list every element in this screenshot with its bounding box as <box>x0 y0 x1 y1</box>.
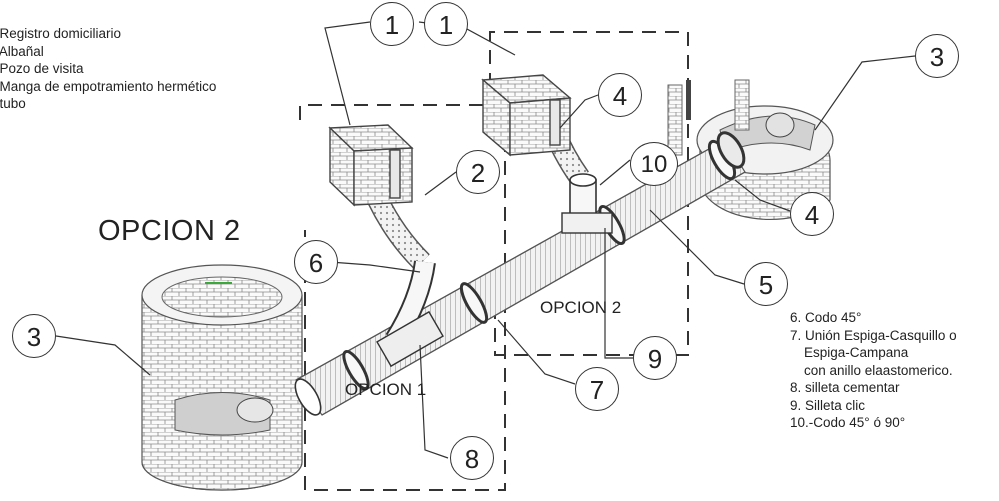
legend-item-registro: . Registro domiciliario <box>0 26 122 41</box>
callout-3-right: 3 <box>915 34 959 78</box>
callout-3-left: 3 <box>12 314 56 358</box>
callout-8: 8 <box>450 436 494 480</box>
callout-4-top: 4 <box>598 73 642 117</box>
legend-item-manga: . Manga de empotramiento hermético <box>0 78 217 94</box>
option-1-lateral <box>368 195 444 368</box>
option-1-label: OPCION 1 <box>345 380 427 399</box>
legend-item-albanal: . Albañal <box>0 43 44 59</box>
legend-item-union-cont-1: Espiga-Campana <box>804 345 909 360</box>
legend-right: 6. Codo 45° 7. Unión Espiga-Casquillo o … <box>790 309 957 432</box>
legend-item-union-cont-2: con anillo elaastomerico. <box>804 362 953 378</box>
manhole-left <box>141 264 303 491</box>
callout-9: 9 <box>633 336 677 380</box>
callout-2: 2 <box>456 150 500 194</box>
option-2-title: OPCION 2 <box>98 215 241 247</box>
legend-item-codo-45: 6. Codo 45° <box>790 310 862 325</box>
registro-box-option-1 <box>328 124 414 207</box>
callout-6: 6 <box>294 240 338 284</box>
callout-1-left: 1 <box>370 2 414 46</box>
option-1-zone-frame <box>299 104 506 491</box>
manga-right <box>716 131 746 169</box>
legend-item-tubo: . tubo <box>0 96 26 111</box>
callout-7: 7 <box>575 367 619 411</box>
legend-left: . Registro domiciliario . Albañal . Pozo… <box>0 25 216 113</box>
legend-item-silleta-cementar: 8. silleta cementar <box>790 380 900 395</box>
callout-10: 10 <box>630 142 678 186</box>
callout-5: 5 <box>744 262 788 306</box>
legend-item-union: 7. Unión Espiga-Casquillo o <box>790 327 957 343</box>
legend-item-codo-45-90: 10.-Codo 45° ó 90° <box>790 415 906 430</box>
callout-leaders <box>55 21 916 459</box>
option-2-label: OPCION 2 <box>540 298 622 317</box>
legend-item-silleta-clic: 9. Silleta clic <box>790 397 866 413</box>
callout-1-right: 1 <box>424 2 468 46</box>
registro-box-option-2 <box>481 74 572 157</box>
legend-item-pozo: . Pozo de visita <box>0 61 84 76</box>
callout-4-right: 4 <box>790 192 834 236</box>
